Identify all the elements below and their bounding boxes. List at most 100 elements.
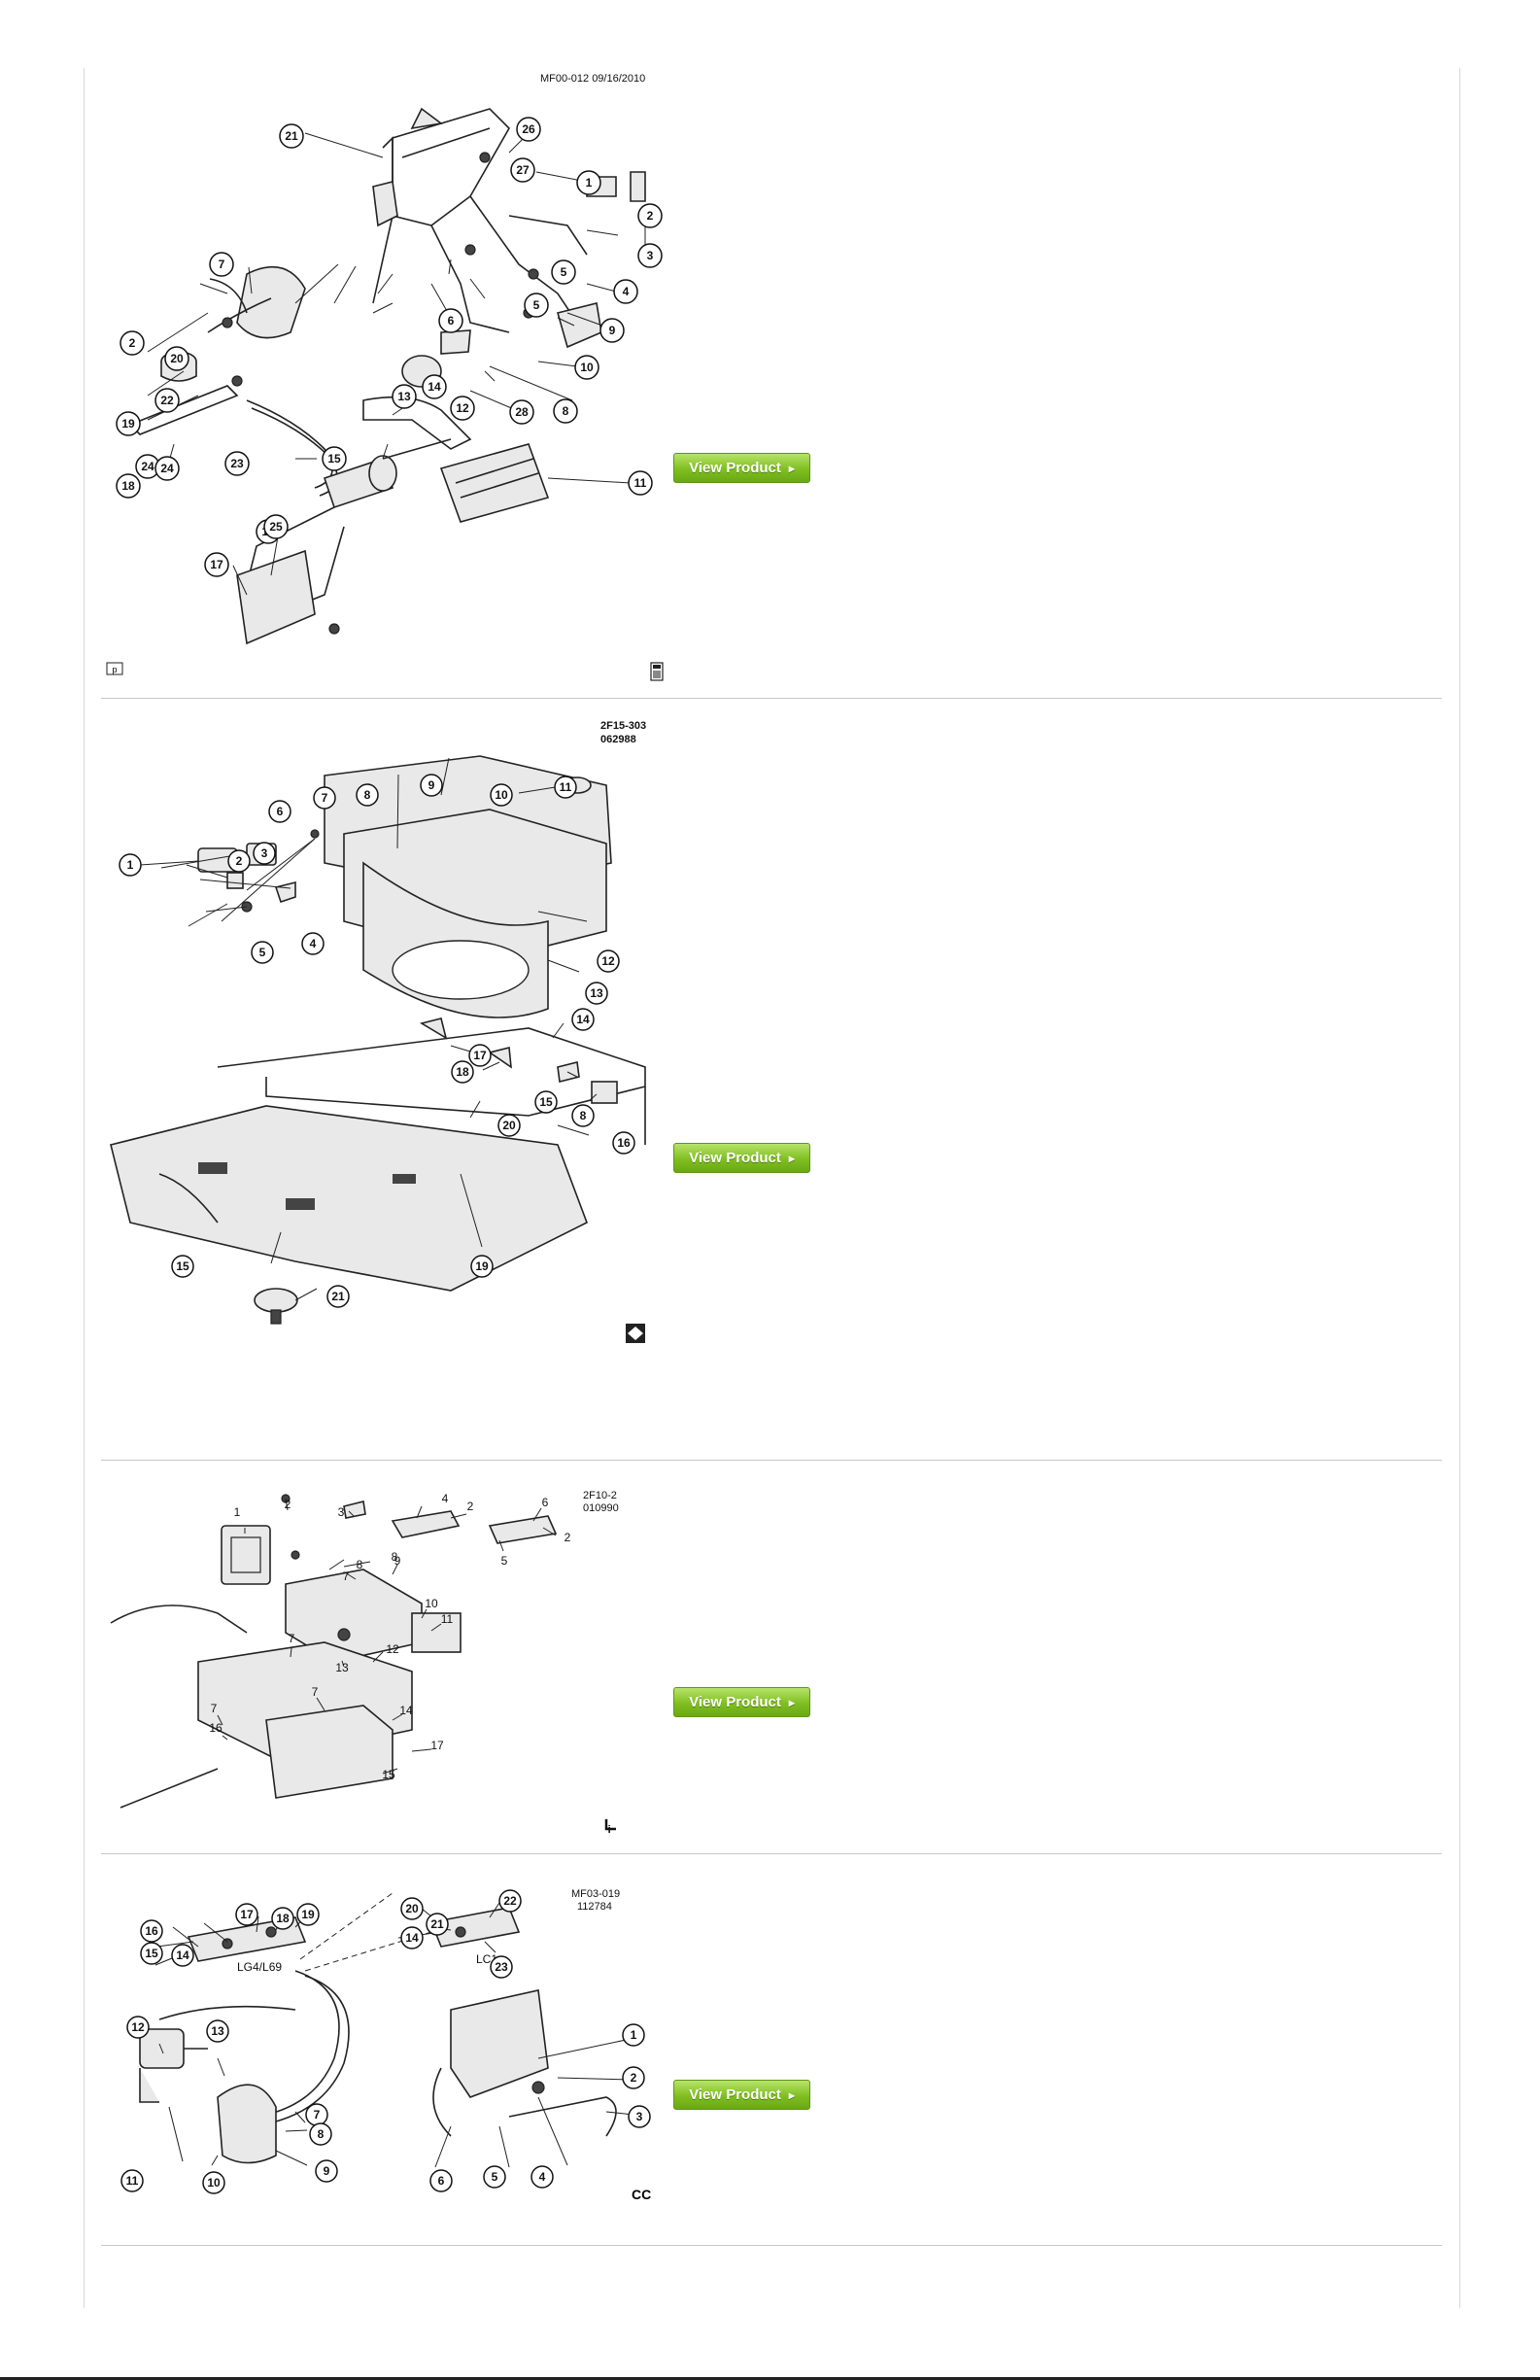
svg-text:19: 19 [121, 417, 135, 431]
view-product-button[interactable]: View Product ▸ [673, 1143, 810, 1173]
calculator-icon [650, 662, 664, 681]
svg-text:15: 15 [176, 1259, 189, 1273]
callout-number: 6 [542, 1496, 549, 1509]
cc-logo-icon: CC [632, 2187, 651, 2202]
diamond-logo-icon [626, 1324, 645, 1343]
svg-text:16: 16 [145, 1924, 158, 1938]
svg-text:5: 5 [259, 946, 266, 959]
callout-number: 4 [613, 279, 638, 304]
svg-text:8: 8 [563, 404, 569, 418]
callout-number: 1 [576, 170, 601, 195]
svg-text:CC: CC [632, 2187, 651, 2202]
callout-number: 6 [438, 308, 463, 333]
su-logo-icon: ᵢ [604, 1819, 616, 1836]
callout-number: 1 [234, 1505, 241, 1519]
svg-text:8: 8 [364, 788, 371, 802]
callout-number: 17 [430, 1739, 444, 1752]
svg-text:2: 2 [129, 336, 136, 350]
svg-text:4: 4 [310, 937, 317, 950]
row-separator [101, 698, 1442, 699]
button-label: View Product [689, 1694, 781, 1710]
callout-number: 8 [309, 2122, 332, 2146]
svg-text:13: 13 [397, 390, 411, 403]
svg-text:5: 5 [533, 298, 540, 312]
view-product-button[interactable]: View Product ▸ [673, 1687, 810, 1717]
callout-number: 14 [171, 1944, 194, 1967]
diagram-1: MF00-012 09/16/2010 [101, 70, 668, 692]
callout-number: 5 [551, 259, 576, 285]
callout-number: 24 [135, 454, 160, 479]
svg-text:5: 5 [561, 265, 567, 279]
callout-number: 10 [425, 1597, 438, 1610]
bottom-edge-bar [0, 2377, 1540, 2380]
callout-number: 12 [386, 1642, 399, 1656]
callout-number: 14 [400, 1926, 424, 1949]
callout-number: 18 [451, 1060, 474, 1084]
callout-number: 7 [343, 1569, 350, 1583]
row-separator [101, 1853, 1442, 1854]
svg-text:8: 8 [318, 2127, 325, 2141]
callout-number: 14 [571, 1008, 595, 1031]
callout-number: 2 [565, 1531, 571, 1544]
callout-number: 16 [209, 1721, 222, 1735]
svg-text:2: 2 [647, 209, 654, 223]
callout-number: 4 [530, 2165, 554, 2189]
svg-text:15: 15 [539, 1095, 553, 1109]
svg-text:3: 3 [261, 846, 268, 860]
svg-text:17: 17 [240, 1908, 254, 1921]
diagram-code: 010990 [583, 1502, 619, 1514]
callout-number: 2 [227, 849, 251, 873]
svg-text:20: 20 [502, 1119, 516, 1132]
svg-text:10: 10 [207, 2176, 221, 2190]
callout-number: 3 [637, 243, 663, 268]
callout-number: 17 [468, 1044, 492, 1067]
page-icon: p [106, 662, 123, 675]
callout-number: 7 [313, 786, 336, 810]
view-product-button[interactable]: View Product ▸ [673, 2080, 810, 2110]
callout-number: 21 [426, 1913, 449, 1936]
svg-text:11: 11 [634, 476, 647, 490]
svg-text:18: 18 [456, 1065, 469, 1079]
svg-text:9: 9 [428, 778, 435, 792]
svg-text:1: 1 [127, 858, 134, 872]
chevron-right-icon: ▸ [788, 1695, 795, 1709]
callout-number: 21 [279, 123, 304, 149]
callout-number: 11 [120, 2169, 144, 2192]
frame-right-border [1459, 68, 1460, 2308]
svg-text:23: 23 [495, 1960, 508, 1974]
callout-number: 4 [442, 1492, 449, 1505]
callout-number: 5 [501, 1554, 508, 1568]
svg-text:12: 12 [601, 954, 615, 968]
svg-text:16: 16 [617, 1136, 631, 1150]
callout-number: 22 [498, 1889, 522, 1913]
svg-text:4: 4 [539, 2170, 546, 2184]
callout-number: 11 [441, 1612, 454, 1626]
svg-text:15: 15 [145, 1947, 158, 1960]
svg-text:6: 6 [448, 314, 455, 328]
diagram-code: MF00-012 09/16/2010 [540, 73, 645, 85]
callout-number: 7 [312, 1685, 319, 1699]
callout-number: 13 [335, 1661, 349, 1674]
callout-number: 15 [534, 1090, 558, 1114]
svg-text:23: 23 [230, 457, 244, 470]
callout-number: 11 [554, 776, 577, 799]
frame-left-border [84, 68, 85, 2308]
svg-text:21: 21 [285, 129, 298, 143]
callout-number: 23 [224, 451, 250, 476]
callout-number: 8 [356, 783, 379, 807]
callout-number: 12 [126, 2016, 150, 2039]
svg-text:10: 10 [580, 361, 594, 374]
callout-number: 15 [171, 1255, 194, 1278]
engine-label: LG4/L69 [237, 1960, 282, 1974]
callout-number: 2 [120, 330, 145, 356]
svg-text:21: 21 [430, 1917, 444, 1931]
svg-text:18: 18 [121, 479, 135, 493]
svg-text:14: 14 [176, 1949, 189, 1962]
callout-number: 9 [315, 2159, 338, 2183]
callout-number: 12 [597, 949, 620, 973]
svg-text:7: 7 [322, 791, 328, 805]
callout-number: 12 [450, 396, 475, 421]
view-product-button[interactable]: View Product ▸ [673, 453, 810, 483]
svg-text:14: 14 [405, 1931, 419, 1945]
svg-text:26: 26 [522, 122, 535, 136]
